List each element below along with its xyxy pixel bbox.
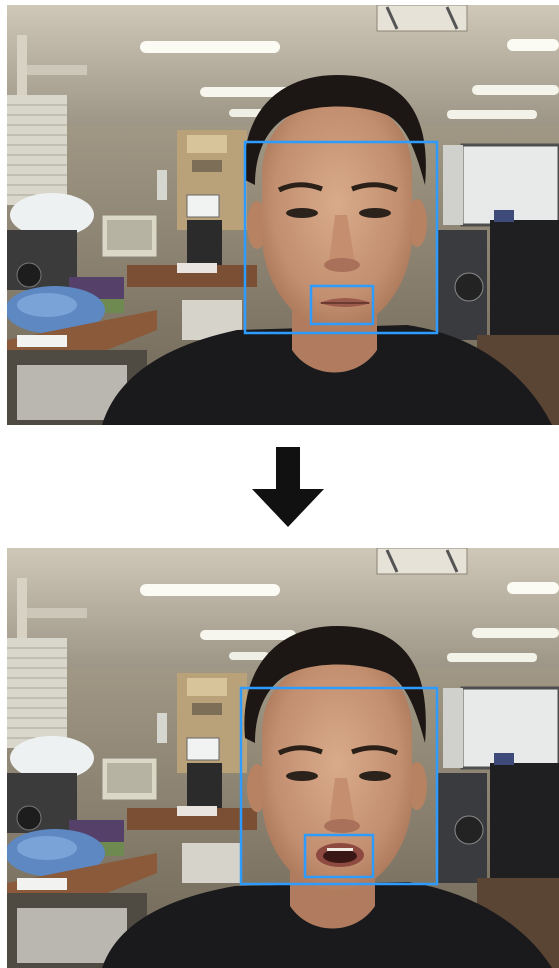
mouth-detection-box bbox=[309, 284, 375, 326]
office-scene-photo bbox=[7, 548, 559, 968]
face-detection-box bbox=[239, 686, 439, 886]
photo-frame-after bbox=[7, 548, 559, 968]
photo-frame-before bbox=[7, 5, 559, 425]
face-detection-box bbox=[243, 140, 439, 335]
down-arrow-icon bbox=[252, 447, 324, 527]
mouth-detection-box bbox=[303, 833, 375, 879]
office-scene-photo bbox=[7, 5, 559, 425]
